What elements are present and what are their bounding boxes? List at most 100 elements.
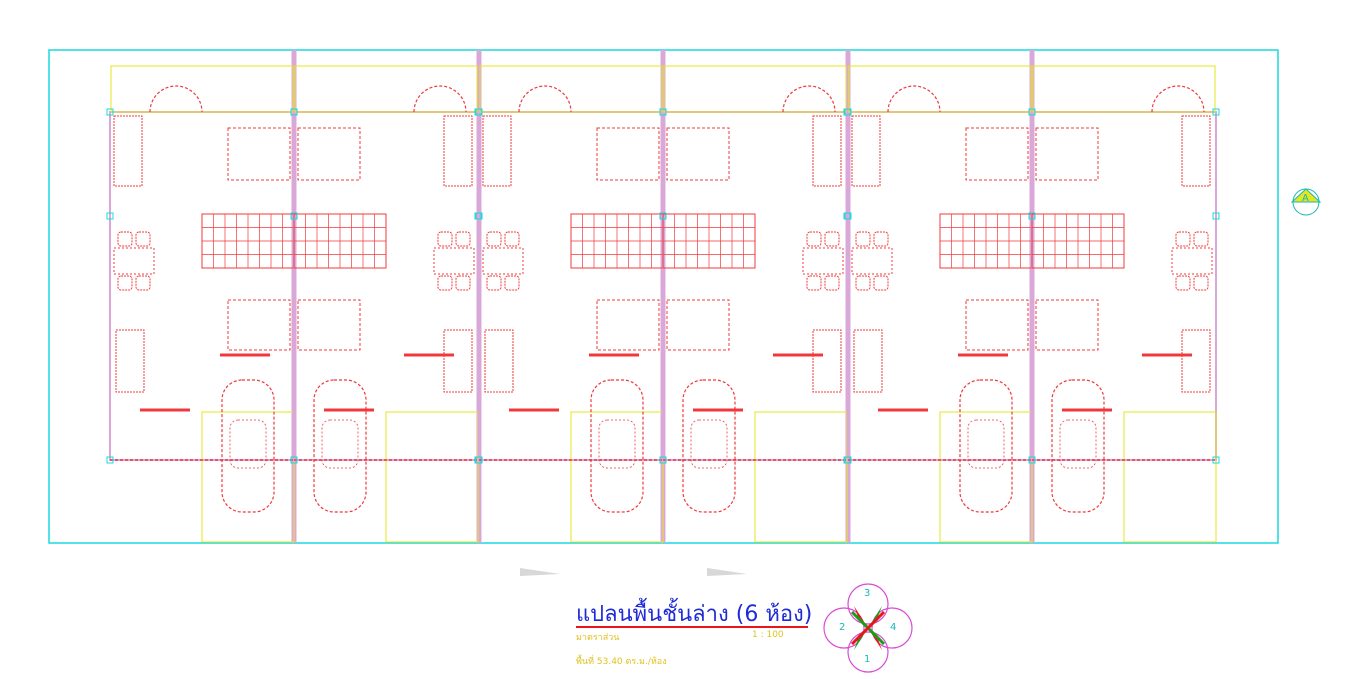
sofa [812,329,842,393]
rear-yard [848,65,1032,113]
chair [855,231,871,247]
kitchen-counter [482,115,512,187]
orientation-compass: 3 2 4 1 [822,582,914,674]
dining-table [1171,247,1213,275]
chair [824,231,840,247]
chair [437,275,453,291]
bed [965,127,1029,181]
column [106,456,114,464]
unit-outline [109,111,295,461]
column [844,456,852,464]
column [659,108,667,116]
drawing-title: แปลนพื้นชั้นล่าง (6 ห้อง) [576,602,813,627]
chair [486,275,502,291]
dining-table [433,247,475,275]
bed [227,299,291,351]
chair [806,275,822,291]
parking-area [201,411,295,543]
column [844,108,852,116]
car [682,379,736,513]
chair [1193,275,1209,291]
sofa [1181,329,1211,393]
parking-area [939,411,1033,543]
chair [1175,231,1191,247]
chair [117,231,133,247]
dining-table [113,247,155,275]
unit-outline [662,111,848,461]
compass-label-2: 2 [839,622,846,633]
column [1028,212,1036,220]
scale-label: มาตราส่วน [576,633,620,643]
chair [1175,275,1191,291]
sofa [484,329,514,393]
bed [227,127,291,181]
car-roof [967,419,1005,469]
compass-label-1: 1 [864,654,871,665]
chair [455,275,471,291]
column [1028,456,1036,464]
column [1212,212,1220,220]
column [659,212,667,220]
column [290,456,298,464]
car-roof [598,419,636,469]
chair [855,275,871,291]
parking-area [754,411,848,543]
rear-yard [110,65,294,113]
dining-table [851,247,893,275]
bed [666,299,730,351]
area-note: พื้นที่ 53.40 ตร.ม./ห้อง [576,657,667,667]
dining-table [482,247,524,275]
bed [1035,127,1099,181]
kitchen-counter [113,115,143,187]
car [590,379,644,513]
column [290,108,298,116]
chair [806,231,822,247]
kitchen-counter [851,115,881,187]
column [1028,108,1036,116]
bed [297,127,361,181]
door-swing [782,85,836,113]
chair [504,275,520,291]
car-roof [229,419,267,469]
car-roof [321,419,359,469]
chair [437,231,453,247]
column [659,456,667,464]
unit-outline [1031,111,1217,461]
scale-value: 1 : 100 [752,630,784,640]
rear-yard [294,65,478,113]
door-swing [887,85,941,113]
chair [1193,231,1209,247]
rear-yard [1032,65,1216,113]
bed [1035,299,1099,351]
chair [873,275,889,291]
parking-area [385,411,479,543]
parking-area [570,411,664,543]
section-marker: A [1288,186,1324,218]
column [1212,108,1220,116]
car [959,379,1013,513]
bed [596,299,660,351]
car [313,379,367,513]
car [221,379,275,513]
rear-yard [479,65,663,113]
chair [135,231,151,247]
unit-outline [478,111,664,461]
section-marker-label: A [1302,193,1309,204]
door-swing [413,85,467,113]
chair [455,231,471,247]
car-roof [690,419,728,469]
car-roof [1059,419,1097,469]
chair [486,231,502,247]
grey-markers [520,568,747,576]
bed [596,127,660,181]
column [475,108,483,116]
bed [297,299,361,351]
chair [873,231,889,247]
kitchen-counter [443,115,473,187]
chair [117,275,133,291]
unit-outline [847,111,1033,461]
car [1051,379,1105,513]
door-swing [1151,85,1205,113]
chair [824,275,840,291]
